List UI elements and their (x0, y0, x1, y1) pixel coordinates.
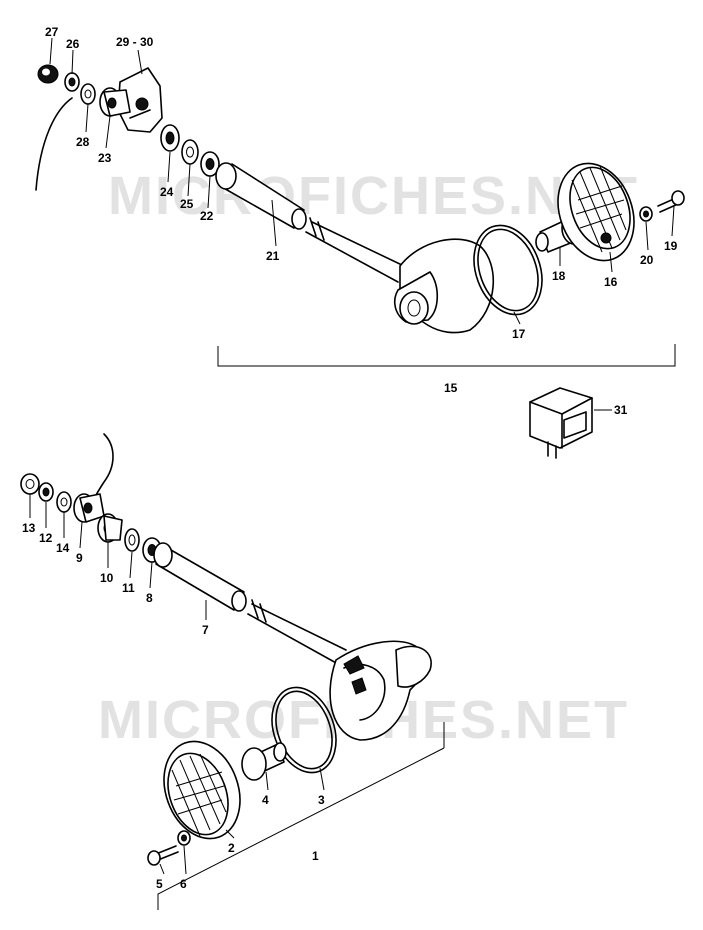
label-17: 17 (512, 327, 526, 341)
part-13-nut (20, 473, 40, 495)
label-12: 12 (39, 531, 53, 545)
label-4: 4 (262, 793, 269, 807)
part-12-washer (38, 482, 54, 502)
label-21: 21 (266, 249, 280, 263)
label-7: 7 (202, 623, 209, 637)
part-25-washer (181, 139, 199, 165)
label-31: 31 (614, 403, 628, 417)
label-14: 14 (56, 541, 70, 555)
label-15: 15 (444, 381, 458, 395)
label-1: 1 (312, 849, 319, 863)
lower-wire (89, 433, 114, 505)
label-22: 22 (200, 209, 214, 223)
label-6: 6 (180, 877, 187, 891)
label-3: 3 (318, 793, 325, 807)
label-11: 11 (122, 581, 135, 595)
label-8: 8 (146, 591, 153, 605)
part-9-mount (73, 493, 105, 523)
label-29-30: 29 - 30 (116, 35, 154, 49)
part-5-screw (147, 845, 179, 866)
part-17-o-ring (473, 224, 543, 316)
part-21-stem-cover (215, 162, 307, 230)
part-6-washer (177, 830, 191, 846)
part-24-spacer (160, 124, 180, 152)
part-14-washer (56, 491, 72, 513)
label-10: 10 (100, 571, 114, 585)
label-20: 20 (640, 253, 654, 267)
label-28: 28 (76, 135, 90, 149)
leader-lines (29, 37, 675, 875)
label-26: 26 (66, 37, 80, 51)
part-19-screw (657, 190, 685, 213)
upper-turn-signal-assembly (35, 64, 685, 367)
part-10-spacer (97, 513, 123, 543)
group-15-bracket-line (217, 344, 676, 367)
part-labels: 27 26 29 - 30 28 23 24 25 22 21 17 18 16… (22, 25, 678, 891)
label-13: 13 (22, 521, 36, 535)
label-16: 16 (604, 275, 618, 289)
lower-turn-signal-assembly (20, 433, 445, 910)
part-28-washer (80, 83, 96, 105)
part-2-lens (163, 740, 241, 840)
label-2: 2 (228, 841, 235, 855)
group-1-bracket-line (157, 747, 445, 910)
label-24: 24 (160, 185, 174, 199)
part-23-mount (99, 87, 131, 117)
label-27: 27 (45, 25, 59, 39)
label-18: 18 (552, 269, 566, 283)
part-15-housing (305, 217, 495, 334)
label-19: 19 (664, 239, 678, 253)
part-20-washer (639, 206, 653, 222)
watermark-upper: MICROFICHES.NET (108, 166, 639, 226)
part-3-o-ring (271, 686, 337, 774)
part-27-nut (37, 64, 59, 84)
part-7-stem-cover (153, 542, 247, 612)
part-4-bulb (241, 742, 287, 781)
part-26-washer (64, 72, 80, 92)
part-16-lens (557, 162, 635, 262)
label-25: 25 (180, 197, 194, 211)
part-31-relay (529, 387, 593, 459)
label-5: 5 (156, 877, 163, 891)
housing-lower (329, 640, 432, 741)
upper-wire (35, 97, 73, 191)
label-23: 23 (98, 151, 112, 165)
part-11-washer (124, 528, 140, 552)
label-9: 9 (76, 551, 83, 565)
